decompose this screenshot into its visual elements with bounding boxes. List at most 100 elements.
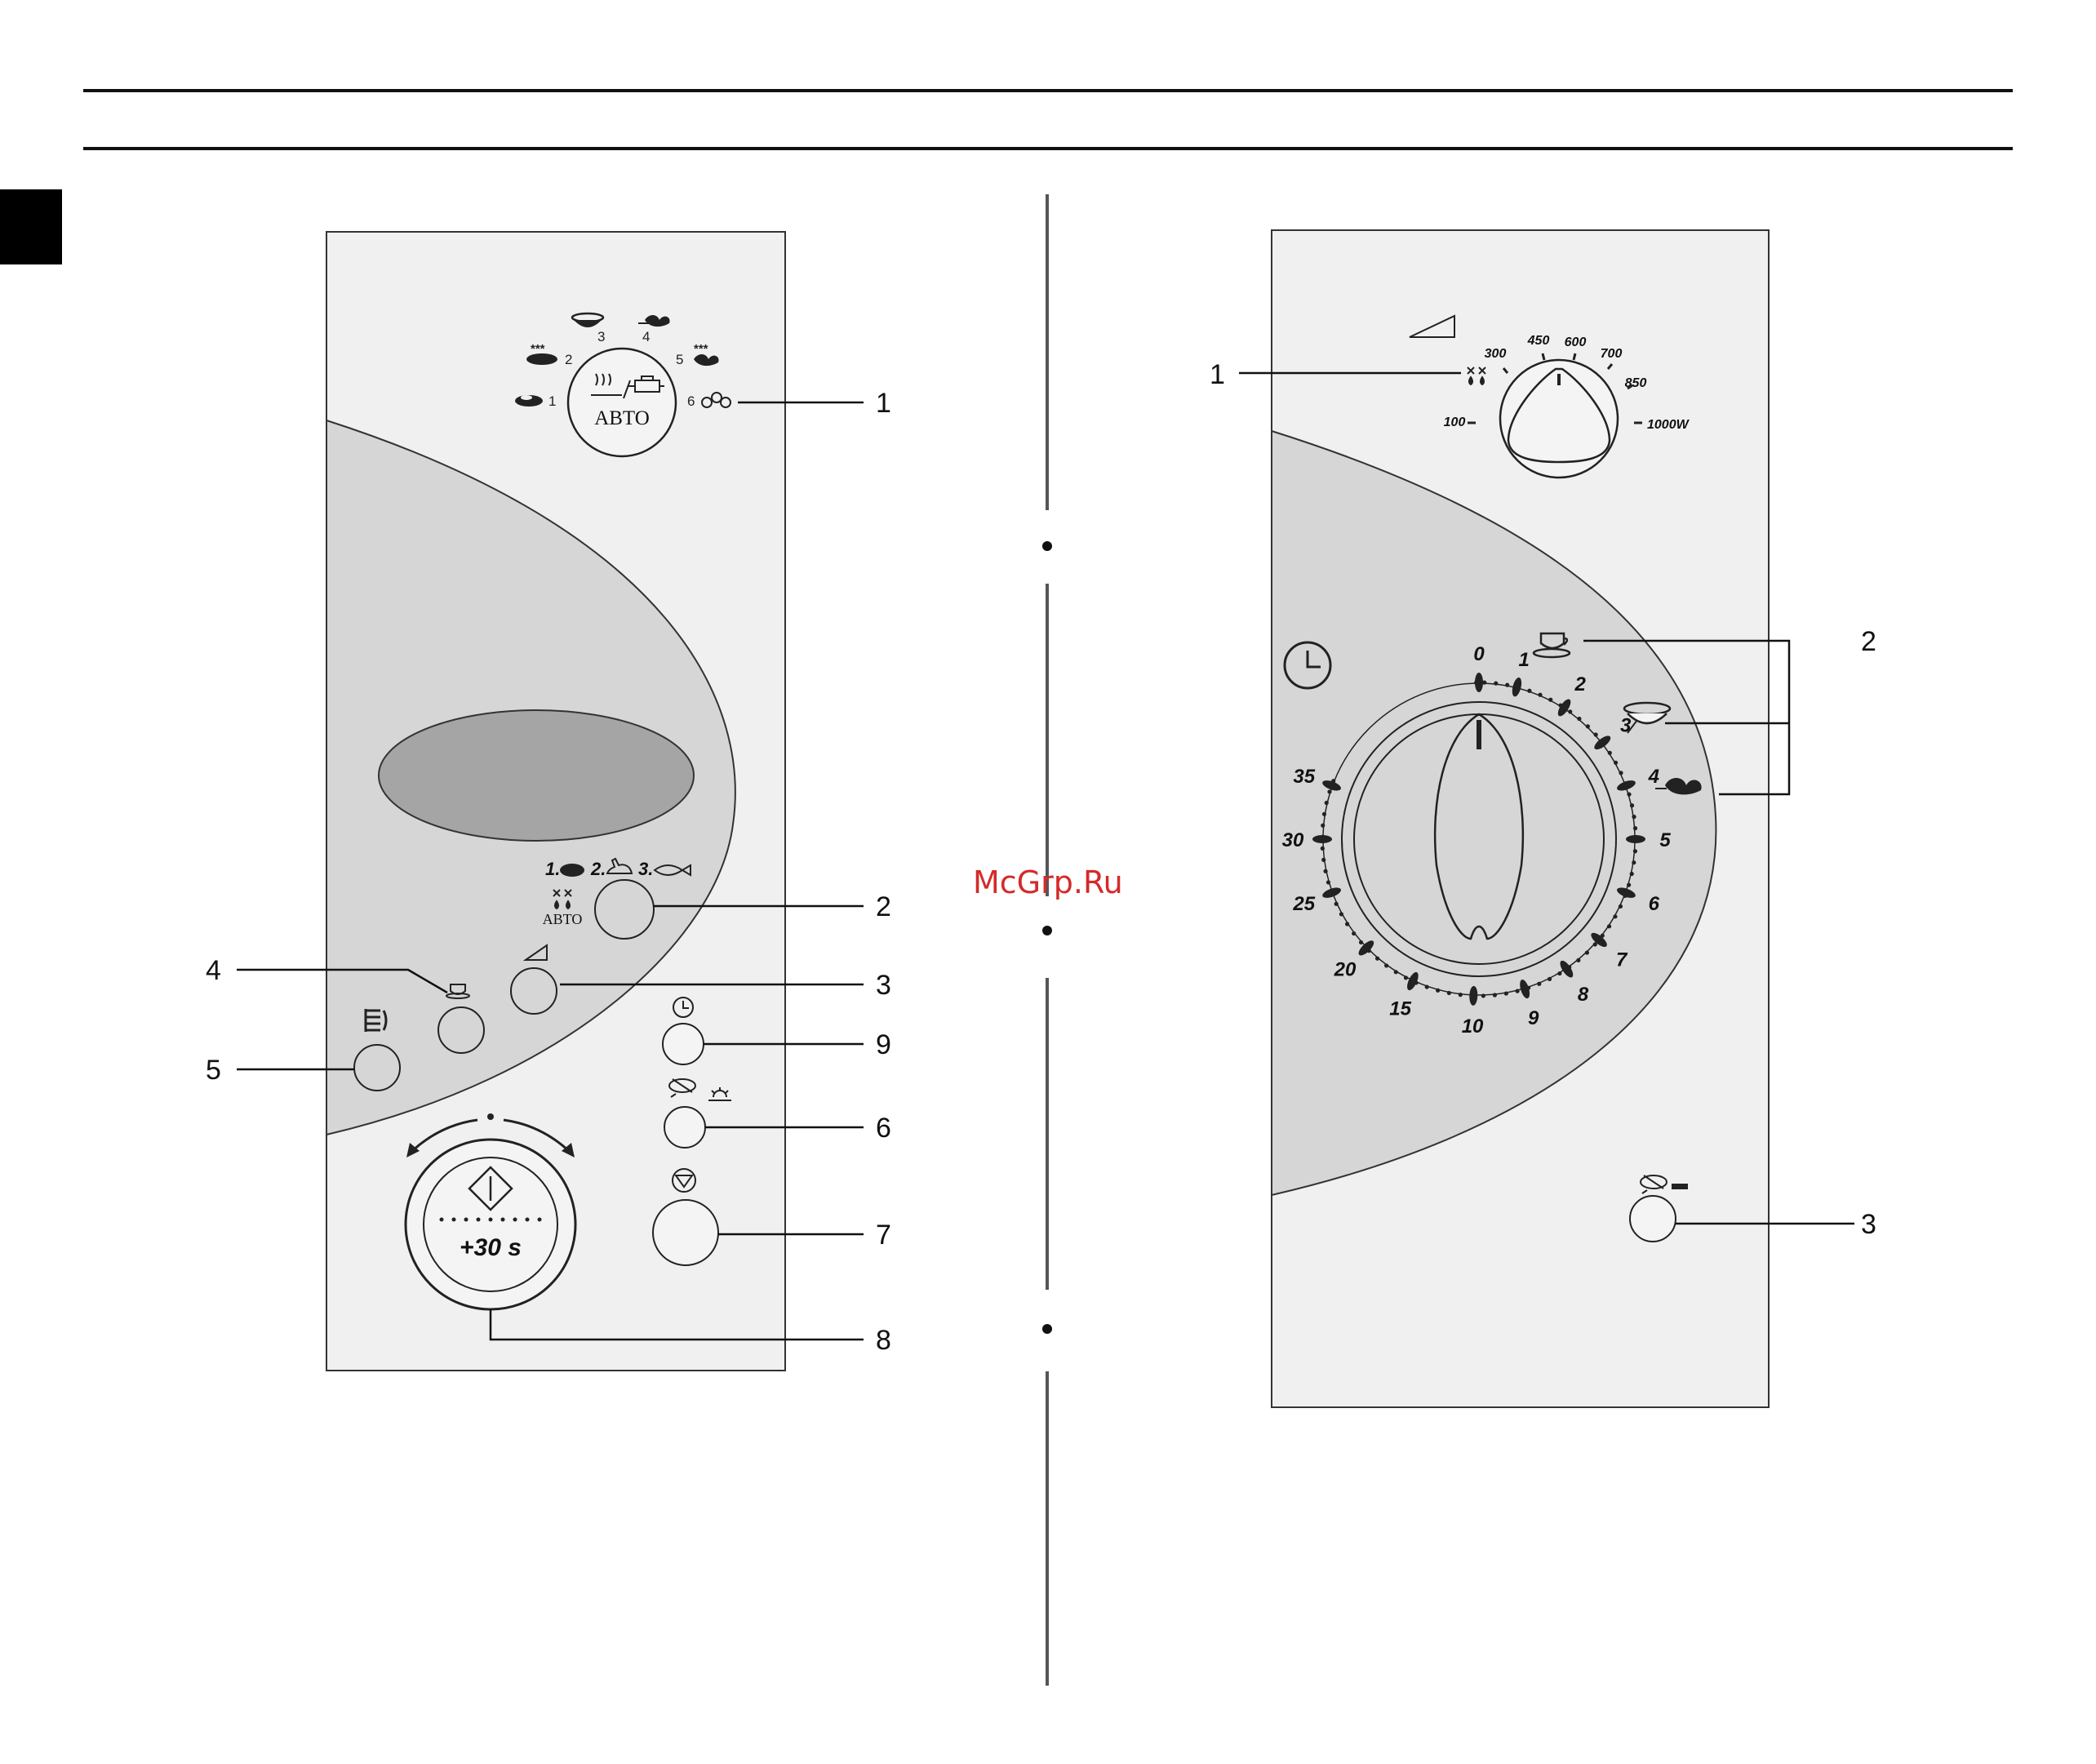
- timer-dot: [1504, 991, 1508, 995]
- timer-dot: [1325, 801, 1329, 805]
- timer-dot: [1577, 717, 1581, 721]
- timer-tick: [1626, 835, 1645, 843]
- timer-dot: [1327, 789, 1331, 793]
- timer-dot: [1627, 883, 1631, 887]
- timer-dot: [1632, 860, 1636, 864]
- timer-dot: [1594, 732, 1598, 736]
- timer-mark-10: 10: [1462, 1015, 1484, 1038]
- auto-dial-position-3: 3: [597, 329, 605, 344]
- callout-7: 7: [876, 1220, 891, 1251]
- right-callout-1: 1: [1210, 359, 1225, 390]
- timer-dot: [1321, 858, 1326, 862]
- timer-dot: [1375, 957, 1379, 961]
- timer-dot: [1394, 970, 1398, 974]
- beverage-button[interactable]: [438, 1007, 484, 1053]
- timer-dot: [1548, 977, 1552, 981]
- timer-dot: [1334, 902, 1339, 906]
- timer-tick: [1312, 835, 1332, 843]
- stop-cancel-button[interactable]: [653, 1200, 718, 1265]
- auto-defrost-label: ABTO: [543, 911, 583, 927]
- auto-dial-position-6: 6: [687, 393, 695, 409]
- turntable-off-icon: [1672, 1184, 1688, 1189]
- timer-dot: [1404, 975, 1408, 980]
- timer-dot: [1630, 872, 1634, 876]
- timer-dot: [1481, 993, 1485, 998]
- turntable-eco-button[interactable]: [664, 1107, 705, 1148]
- auto-dial-label: ABTO: [594, 407, 650, 429]
- timer-dot: [1586, 724, 1590, 728]
- timer-dot: [1585, 950, 1589, 954]
- timer-dot: [1607, 924, 1611, 928]
- timer-dot: [1576, 958, 1580, 962]
- timer-tick: [1475, 673, 1483, 692]
- timer-dot: [1538, 693, 1542, 697]
- meat-icon: [560, 864, 584, 877]
- display-window: [379, 710, 694, 841]
- divider-dot: [1042, 541, 1052, 551]
- timer-dot: [1515, 989, 1519, 993]
- timer-mark-2: 2: [1574, 673, 1586, 695]
- timer-dot: [1359, 940, 1363, 944]
- power-mark-300: 300: [1485, 347, 1507, 361]
- timer-dot: [1619, 904, 1623, 909]
- callout-3: 3: [876, 970, 891, 1001]
- grill-combi-button[interactable]: [354, 1045, 400, 1091]
- timer-dot: [1323, 869, 1327, 873]
- timer-dot: [1633, 826, 1637, 830]
- right-callout-2: 2: [1861, 626, 1876, 657]
- meat-icon: [515, 395, 543, 407]
- timer-dot: [1326, 880, 1330, 884]
- timer-dot: [1384, 963, 1388, 967]
- page-tab-marker: [0, 189, 62, 264]
- timer-dot: [1568, 709, 1572, 713]
- timer-mark-7: 7: [1616, 949, 1628, 971]
- timer-mark-30: 30: [1282, 829, 1304, 851]
- callout-5: 5: [206, 1055, 221, 1086]
- power-mark-100: 100: [1444, 415, 1466, 429]
- power-mark-700: 700: [1601, 347, 1623, 361]
- timer-mark-20: 20: [1334, 958, 1357, 980]
- callout-4: 4: [206, 955, 221, 986]
- auto-defrost-button[interactable]: [595, 880, 654, 939]
- watermark: McGrp.Ru: [973, 864, 1123, 900]
- power-mark-600: 600: [1565, 335, 1587, 349]
- timer-dot: [1339, 912, 1343, 916]
- timer-dot: [1557, 971, 1561, 975]
- timer-mark-5: 5: [1659, 829, 1671, 851]
- callout-8: 8: [876, 1325, 891, 1356]
- right-callout-3: 3: [1861, 1209, 1876, 1240]
- timer-dot: [1613, 914, 1617, 918]
- timer-dot: [1505, 683, 1509, 687]
- timer-dot: [1321, 846, 1325, 851]
- timer-dot: [1494, 682, 1498, 686]
- timer-mark-1: 1: [1518, 649, 1529, 671]
- callout-9: 9: [876, 1029, 891, 1060]
- timer-dot: [1537, 982, 1541, 986]
- timer-dot: [1447, 991, 1451, 995]
- defrost-option-3: 3.: [638, 859, 653, 879]
- auto-cook-dial[interactable]: [568, 349, 676, 456]
- timer-dot: [1633, 849, 1637, 853]
- timer-dot: [1459, 993, 1463, 997]
- defrost-option-1: 1.: [545, 859, 560, 879]
- timer-dot: [1322, 812, 1326, 816]
- timer-dot: [1614, 761, 1618, 765]
- timer-dot: [1493, 993, 1497, 997]
- plus-30s-label: +30 s: [460, 1234, 522, 1261]
- timer-mark-3: 3: [1620, 715, 1632, 737]
- auto-dial-position-1: 1: [548, 393, 556, 409]
- power-level-button[interactable]: [511, 968, 557, 1014]
- divider-dot: [1042, 1324, 1052, 1334]
- auto-dial-position-4: 4: [642, 329, 650, 344]
- timer-mark-6: 6: [1649, 893, 1660, 915]
- callout-6: 6: [876, 1113, 891, 1144]
- divider-dot: [1042, 926, 1052, 935]
- timer-dot: [1619, 771, 1623, 775]
- timer-dot: [1630, 803, 1634, 807]
- turntable-on-off-button[interactable]: [1630, 1196, 1676, 1242]
- timer-dot: [1527, 689, 1531, 693]
- clock-button[interactable]: [663, 1024, 704, 1064]
- timer-mark-15: 15: [1389, 998, 1411, 1020]
